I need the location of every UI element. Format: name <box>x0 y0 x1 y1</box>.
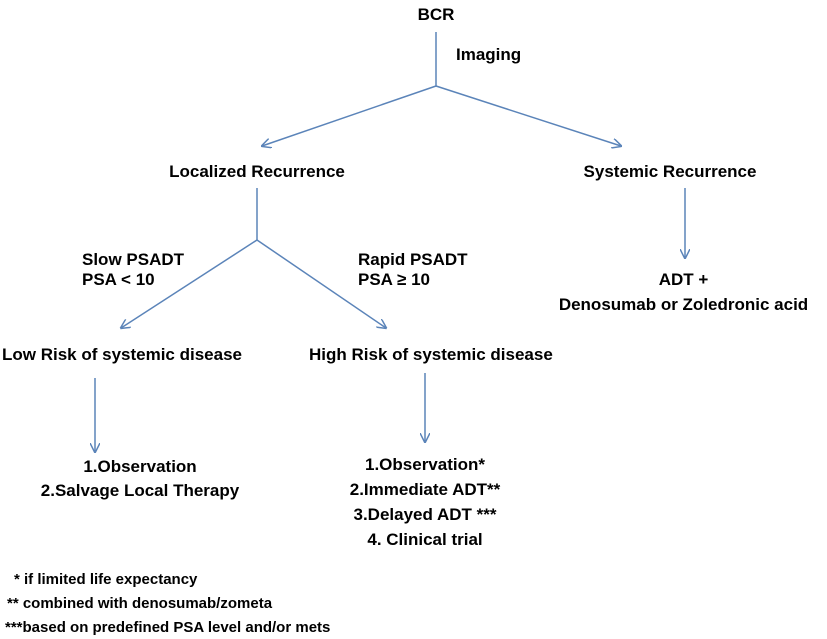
low-option-1: 1.Observation <box>83 457 197 476</box>
arrow-to-high-risk <box>256 239 386 328</box>
arrow-to-low-risk <box>121 239 258 328</box>
high-option-1: 1.Observation* <box>365 455 485 474</box>
rapid-line1: Rapid PSADT <box>358 250 468 269</box>
slow-line1: Slow PSADT <box>82 250 185 269</box>
label-imaging: Imaging <box>456 45 522 64</box>
footnote-3: ***based on predefined PSA level and/or … <box>5 619 331 636</box>
low-option-2: 2.Salvage Local Therapy <box>40 481 240 500</box>
high-option-4: 4. Clinical trial <box>367 530 483 549</box>
label-slow-psadt: Slow PSADT PSA < 10 <box>82 250 184 290</box>
node-bcr: BCR <box>417 5 455 24</box>
footnote-1: * if limited life expectancy <box>14 571 198 588</box>
node-high-risk-options: 1.Observation* 2.Immediate ADT** 3.Delay… <box>320 452 530 552</box>
systemic-tx-line2: Denosumab or Zoledronic acid <box>558 295 809 314</box>
high-option-2: 2.Immediate ADT** <box>349 480 501 499</box>
rapid-line2: PSA ≥ 10 <box>358 270 431 289</box>
slow-line2: PSA < 10 <box>82 270 155 289</box>
footnote-2: ** combined with denosumab/zometa <box>7 595 273 612</box>
node-high-risk: High Risk of systemic disease <box>309 345 553 364</box>
node-systemic-treatment: ADT + Denosumab or Zoledronic acid <box>540 270 827 315</box>
node-systemic-recurrence: Systemic Recurrence <box>583 162 757 181</box>
node-low-risk: Low Risk of systemic disease <box>2 345 242 364</box>
node-localized-recurrence: Localized Recurrence <box>169 162 345 181</box>
label-rapid-psadt: Rapid PSADT PSA ≥ 10 <box>358 250 468 290</box>
high-option-3: 3.Delayed ADT *** <box>353 505 497 524</box>
systemic-tx-line1: ADT + <box>658 270 709 289</box>
node-low-risk-options: 1.Observation 2.Salvage Local Therapy <box>20 455 260 503</box>
arrow-to-systemic <box>435 85 621 146</box>
arrow-to-localized <box>262 85 437 146</box>
